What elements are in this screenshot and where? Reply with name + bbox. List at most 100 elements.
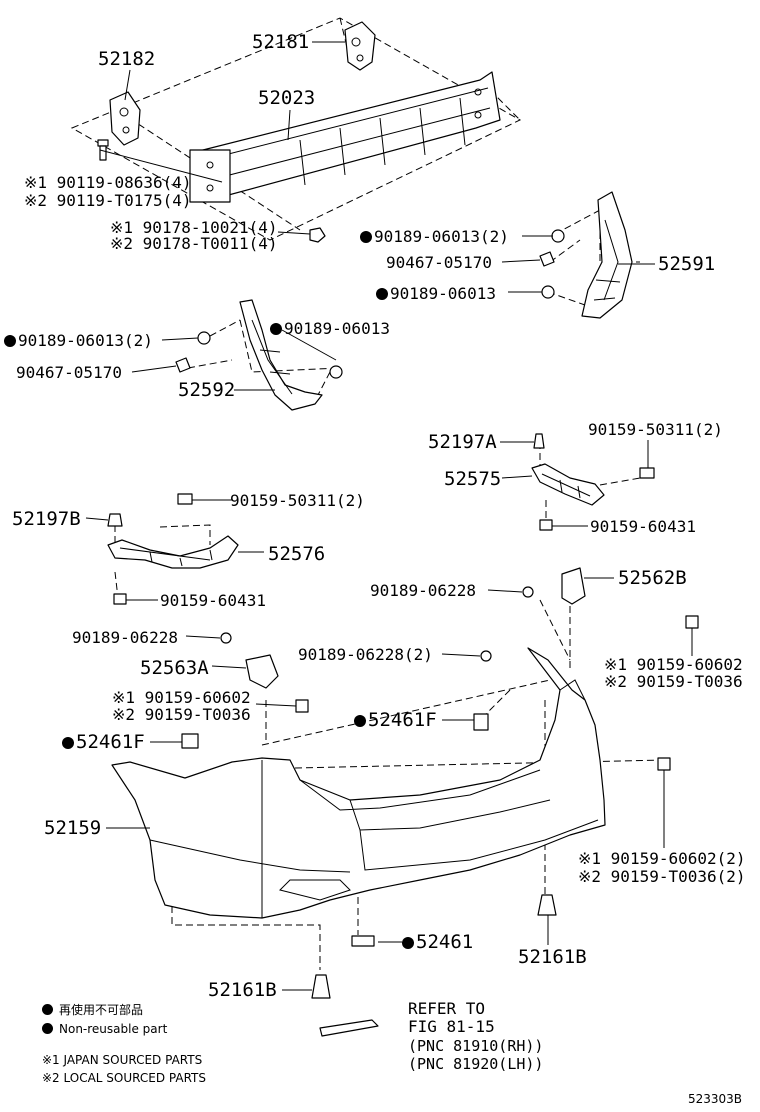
label-90159-60602-b: ※1 90159-60602 [112,688,251,707]
clip-90189-06228-b [220,632,232,644]
non-reusable-dot [42,1004,53,1015]
legend-nonreusable-jp: 再使用不可部品 [42,1003,143,1017]
clip-90189-06228-a [522,586,534,598]
bolt-90119 [97,139,109,161]
clip-90189-06013-d [329,365,343,379]
clip-90189-06228-2 [480,650,492,662]
screw-90467-b [175,357,191,373]
label-text: 52461F [76,731,145,753]
label-52197A: 52197A [428,431,497,453]
legend-text: Non-reusable part [59,1022,168,1036]
legend-note-1: ※1 JAPAN SOURCED PARTS [42,1053,203,1067]
clip-52161B-b [311,974,331,999]
pad-52461F-a [473,713,489,731]
label-52159: 52159 [44,817,102,839]
label-52591: 52591 [658,253,716,275]
clip-90189-06013-c [197,331,211,345]
legend-note-2: ※2 LOCAL SOURCED PARTS [42,1071,206,1085]
reference-line-2: FIG 81-15 [408,1017,495,1036]
label-52461: 52461 [402,932,473,953]
reference-line-1: REFER TO [408,999,486,1018]
pad-52461F-b [181,733,199,749]
clip-52161B-a [537,894,557,916]
non-reusable-dot [376,288,388,300]
screw-90159-60602-a [685,615,699,629]
retainer-52591 [581,191,633,319]
screw-90467-a [539,251,555,267]
label-text: 90189-06013(2) [374,227,509,246]
screw-90159-60602-c [657,757,671,771]
screw-90159-50311-a [639,467,655,479]
reinforcement-mount-lines [70,17,522,241]
label-52182: 52182 [98,48,156,70]
screw-90159-60602-b [295,699,309,713]
clip-90189-06013-a [551,229,565,243]
non-reusable-dot [270,323,282,335]
non-reusable-dot [4,335,16,347]
label-90159-60602-c: ※1 90159-60602(2) [578,849,746,868]
label-text: 90189-06013(2) [18,331,153,350]
reference-line-4: (PNC 81920(LH)) [408,1055,544,1073]
label-90159-50311-b: 90159-50311(2) [230,491,365,510]
pad-52461 [351,935,375,947]
label-text: 52461 [416,931,474,953]
label-90189-06228-b: 90189-06228 [72,628,178,647]
label-90178-10021: ※1 90178-10021(4) [110,218,278,237]
figure-id: 523303B [688,1092,743,1106]
label-text: 52461F [368,709,437,731]
label-90119-T0175: ※2 90119-T0175(4) [24,191,192,210]
label-52563A: 52563A [140,657,209,679]
clip-90189-06013-b [541,285,555,299]
label-90189-06013-2a: 90189-06013(2) [360,228,509,246]
label-52197B: 52197B [12,508,81,530]
label-52023: 52023 [258,87,316,109]
non-reusable-dot [402,937,414,949]
label-52575: 52575 [444,468,502,490]
label-90159-50311-a: 90159-50311(2) [588,420,723,439]
label-90159-T0036-b: ※2 90159-T0036 [112,705,251,724]
label-90189-06013-2b: 90189-06013(2) [4,332,153,350]
bracket-52562B [561,567,586,605]
reference-line-3: (PNC 81910(RH)) [408,1037,544,1055]
label-52576: 52576 [268,543,326,565]
reinforcement-52023 [189,71,501,203]
label-52562B: 52562B [618,567,687,589]
non-reusable-dot [354,715,366,727]
clip-52197B [107,513,123,527]
label-52161B-b: 52161B [208,979,277,1001]
bracket-52575 [531,463,605,506]
label-90189-06013-b: 90189-06013 [270,320,390,338]
non-reusable-dot [62,737,74,749]
label-90189-06228-a: 90189-06228 [370,581,476,600]
screw-90159-60431-b [113,593,127,605]
bracket-52576 [107,535,239,569]
clip-52197A [533,433,545,449]
bumper-cover-52159 [111,647,606,919]
label-52181: 52181 [252,31,310,53]
screw-90159-50311-b [177,493,193,505]
non-reusable-dot [42,1023,53,1034]
label-text: 90189-06013 [284,319,390,338]
label-52592: 52592 [178,379,236,401]
reflector [319,1019,379,1037]
label-90189-06013-a: 90189-06013 [376,285,496,303]
label-90189-06228-2: 90189-06228(2) [298,645,433,664]
label-90159-60431-a: 90159-60431 [590,517,696,536]
label-52461F-a: 52461F [354,710,437,731]
retainer-52592 [239,299,323,411]
legend-nonreusable-en: Non-reusable part [42,1022,167,1036]
bracket-52182 [109,91,141,146]
screw-90159-60431-a [539,519,553,531]
label-90159-60602-a: ※1 90159-60602 [604,655,743,674]
label-90467-05170-b: 90467-05170 [16,363,122,382]
label-90178-T0011: ※2 90178-T0011(4) [110,234,278,253]
leader-lines [85,41,693,991]
label-90119-08636: ※1 90119-08636(4) [24,173,192,192]
label-90159-60431-b: 90159-60431 [160,591,266,610]
nut-90178 [309,227,326,243]
label-90159-T0036-c: ※2 90159-T0036(2) [578,867,746,886]
label-90159-T0036-a: ※2 90159-T0036 [604,672,743,691]
label-52461F-b: 52461F [62,732,145,753]
